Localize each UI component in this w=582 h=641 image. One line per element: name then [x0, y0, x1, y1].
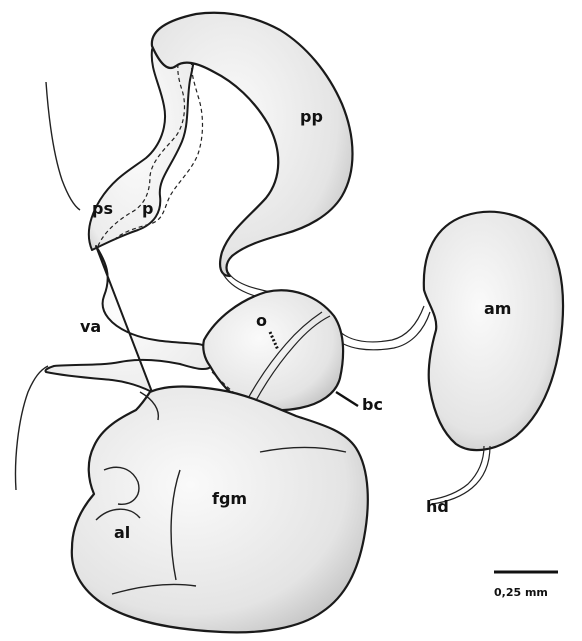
penial-pouch — [152, 13, 353, 276]
ampulla — [424, 212, 563, 450]
hermaphroditic-duct-b — [432, 446, 490, 504]
vagina — [45, 246, 213, 392]
label-p: p — [142, 199, 153, 218]
label-o: o — [256, 311, 267, 330]
label-va: va — [80, 317, 101, 336]
scale-bar-label: 0,25 mm — [494, 586, 548, 599]
hermaphroditic-duct-a — [430, 446, 484, 500]
bc-leader-line — [336, 392, 358, 406]
label-bc: bc — [362, 395, 383, 414]
label-hd: hd — [426, 497, 449, 516]
body-wall-upper-line — [46, 82, 80, 210]
label-am: am — [484, 299, 511, 318]
label-fgm: fgm — [212, 489, 247, 508]
label-pp: pp — [300, 107, 323, 126]
label-ps: ps — [92, 199, 113, 218]
body-wall-lower-line — [16, 366, 49, 490]
label-al: al — [114, 523, 130, 542]
